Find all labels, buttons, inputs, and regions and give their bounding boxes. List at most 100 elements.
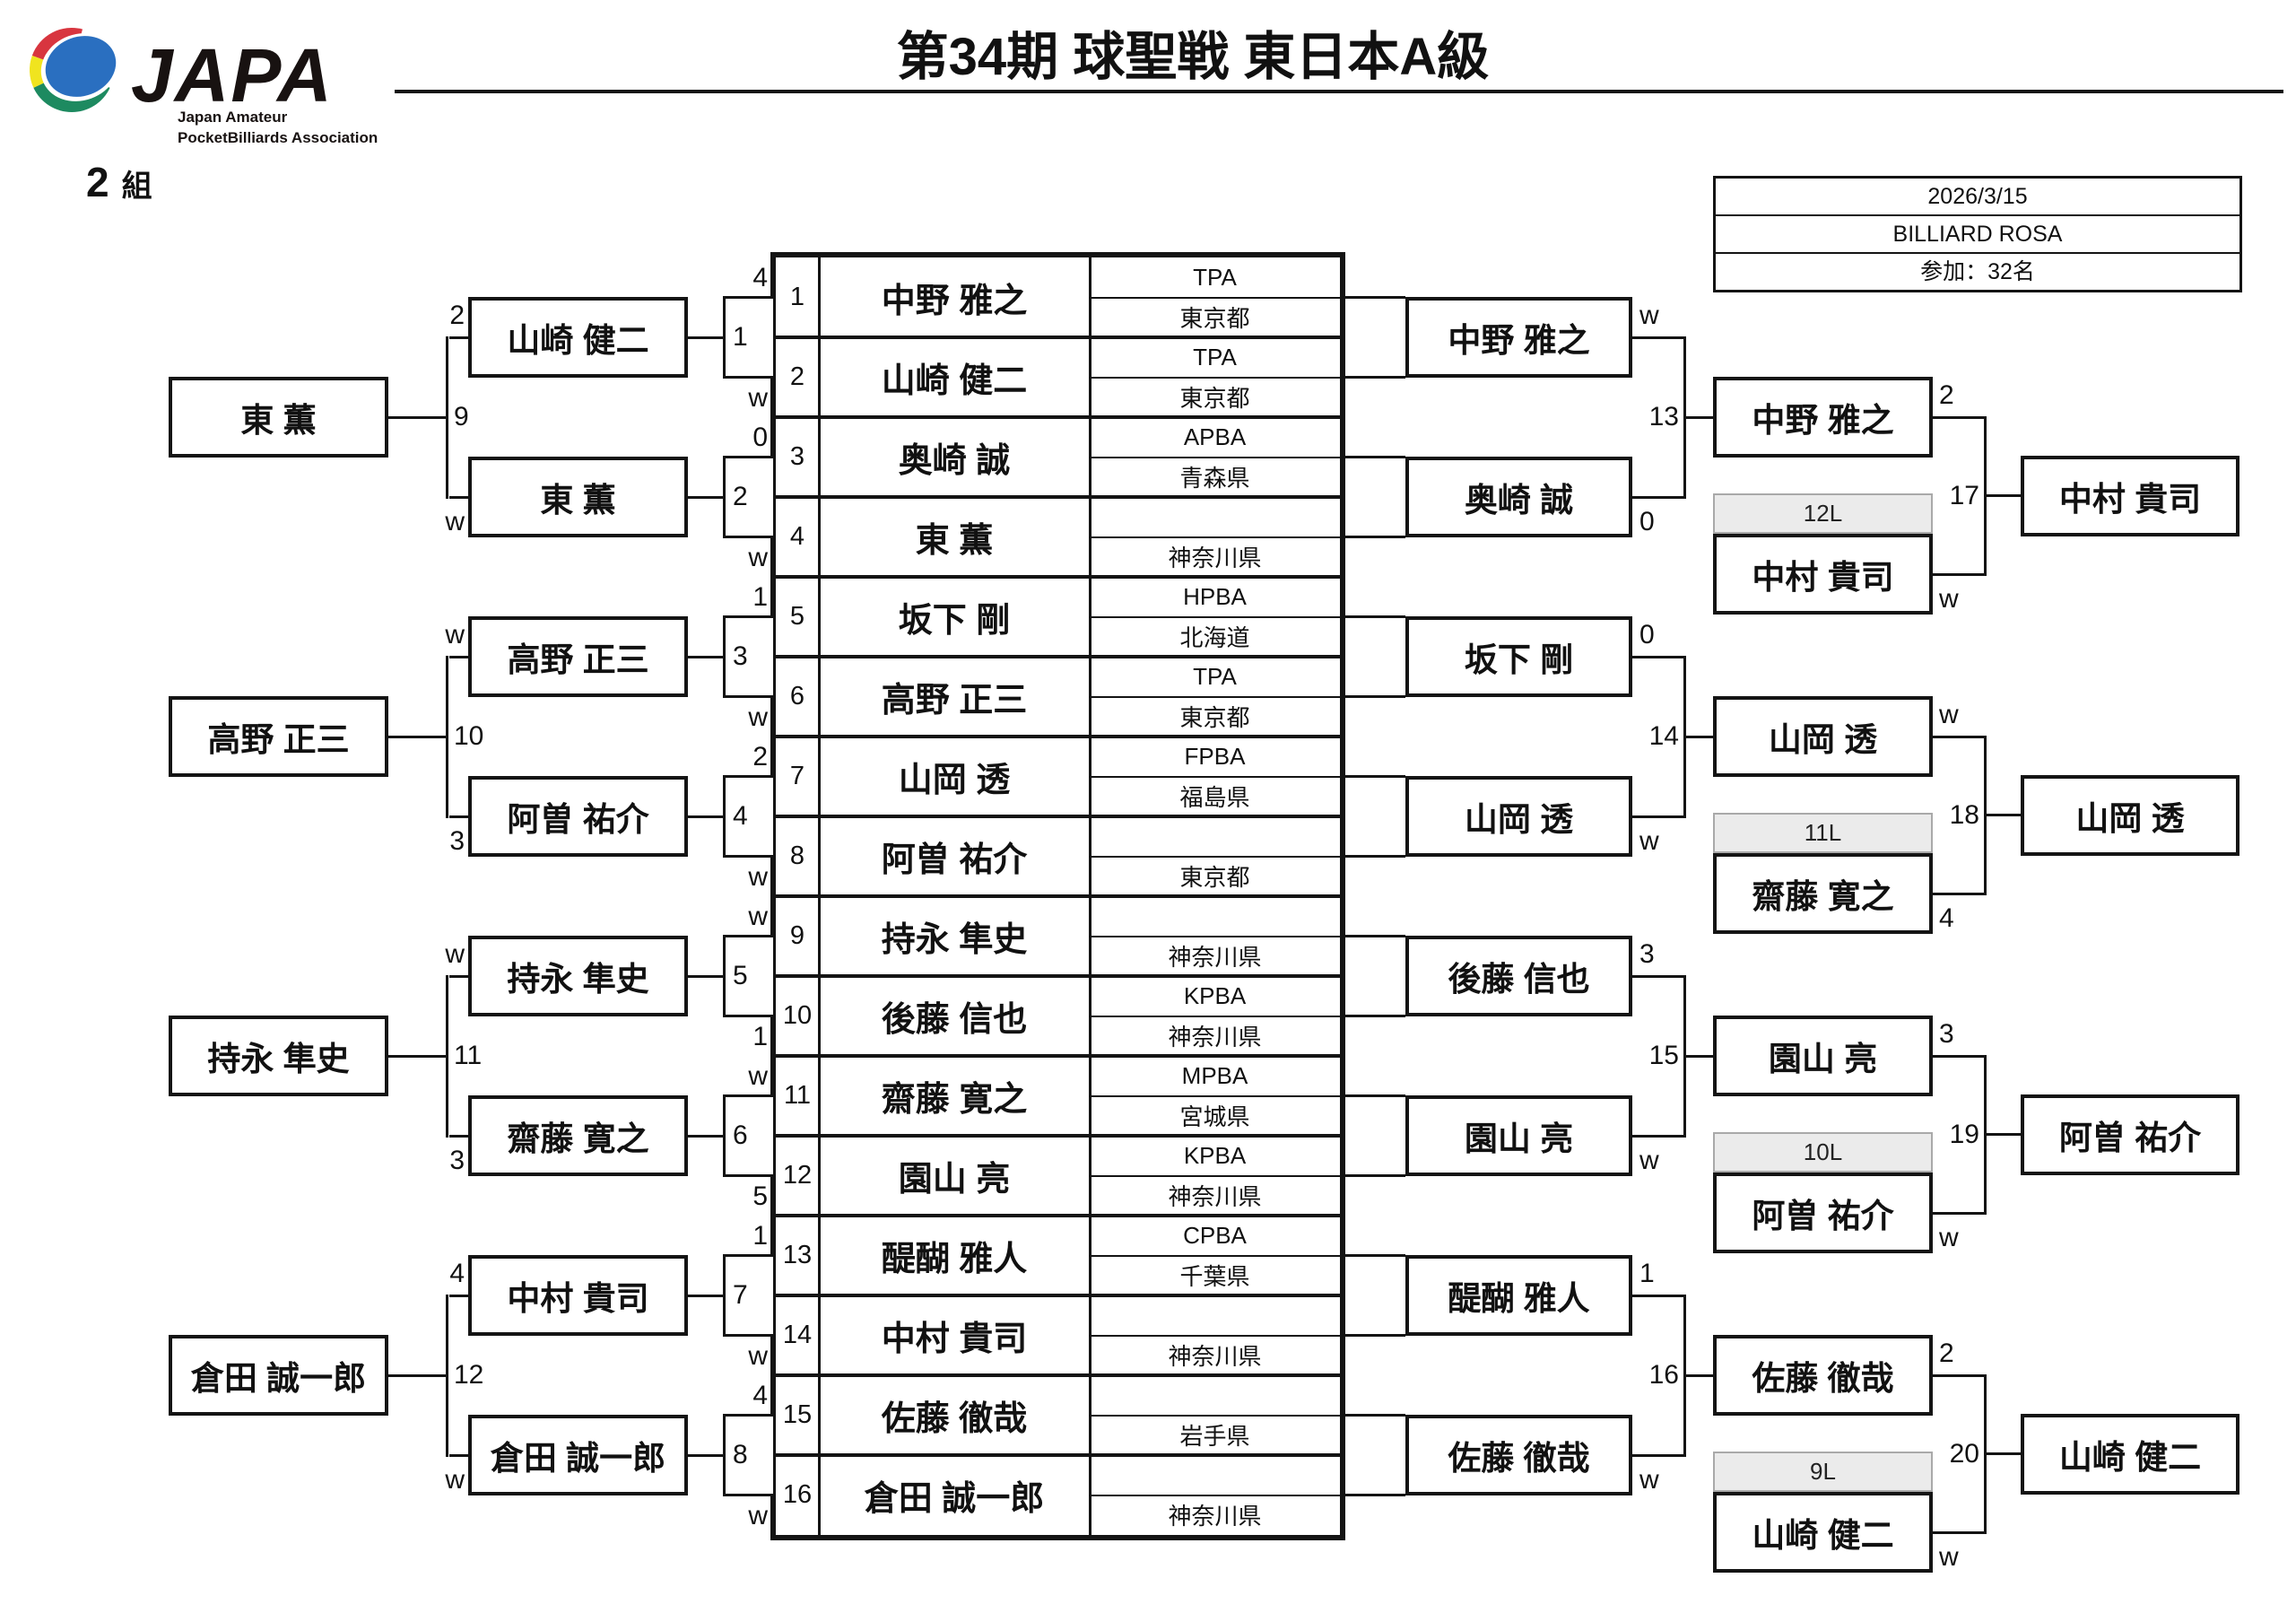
bracket-line: [1340, 775, 1405, 778]
bracket-line: [388, 1054, 447, 1058]
association-label: TPA: [1193, 263, 1237, 291]
association-label: HPBA: [1183, 582, 1247, 610]
affiliation-divider: [1090, 615, 1340, 618]
bracket-line: [688, 1453, 723, 1457]
cross-top-score: 2: [1939, 1338, 1954, 1368]
seed-cell: 6: [789, 682, 805, 711]
first-round-match-cell: 6: [723, 1094, 776, 1177]
seed-cell: 16: [782, 1480, 813, 1509]
cross-top-box: 山岡 透: [1713, 696, 1933, 777]
row-separator: [776, 1373, 1340, 1377]
prefecture-label: 東京都: [1179, 864, 1250, 892]
bracket-line: [1933, 1530, 1985, 1534]
cross-match-number: 18: [1949, 799, 1979, 830]
bracket-line: [388, 1373, 447, 1377]
bracket-line: [445, 336, 448, 499]
player-name: 佐藤 徹哉: [881, 1400, 1028, 1438]
affiliation-divider: [1090, 1174, 1340, 1177]
first-round-bottom-score: 1: [752, 1022, 768, 1051]
affiliation-divider: [1090, 1254, 1340, 1257]
right-round-bottom-box: 奥崎 誠: [1405, 457, 1632, 537]
bracket-line: [449, 336, 468, 339]
cross-top-box: 佐藤 徹哉: [1713, 1335, 1933, 1416]
bracket-line: [1933, 735, 1985, 738]
prefecture-label: 神奈川県: [1168, 1343, 1262, 1371]
first-round-top-score: 4: [752, 263, 768, 292]
first-round-match-cell: 3: [723, 615, 776, 698]
cross-bottom-box: 山崎 健二: [1713, 1492, 1933, 1573]
association-label: APBA: [1183, 423, 1247, 450]
bracket-line: [1985, 1452, 2021, 1455]
player-name: 山崎 健二: [881, 362, 1028, 400]
seed-cell: 4: [789, 522, 805, 551]
first-round-match-cell: 1: [723, 296, 776, 379]
bracket-line: [1340, 695, 1405, 698]
player-name: 山岡 透: [898, 762, 1011, 799]
cross-top-box: 中野 雅之: [1713, 377, 1933, 458]
qualifier-box: 山岡 透: [2021, 774, 2239, 856]
bracket-line: [449, 495, 468, 499]
first-round-bottom-score: w: [748, 1501, 768, 1530]
affiliation-cell: 神奈川県: [1090, 1295, 1340, 1375]
bracket-line: [449, 1134, 468, 1138]
bracket-line: [1985, 1133, 2021, 1136]
left-pair-bottom-box: 倉田 誠一郎: [468, 1415, 688, 1495]
bracket-line: [449, 815, 468, 818]
bracket-line: [1632, 336, 1684, 339]
left-match-number: 9: [454, 402, 469, 432]
group-suffix: 組: [121, 170, 152, 204]
affiliation-cell: 神奈川県: [1090, 497, 1340, 577]
loser-entry-label: 9L: [1713, 1452, 1933, 1492]
bracket-line: [1340, 1494, 1405, 1496]
association-label: [1090, 497, 1340, 537]
bracket-line: [1933, 1373, 1985, 1377]
bracket-line: [1985, 814, 2021, 816]
title-underline: [395, 90, 2283, 93]
japa-logo: JAPA Japan Amateur PocketBilliards Assoc…: [29, 27, 378, 146]
bracket-line: [1340, 855, 1405, 858]
association-label: [1090, 816, 1340, 857]
bracket-line: [688, 336, 723, 339]
prefecture-label: 東京都: [1179, 385, 1250, 413]
row-separator: [776, 655, 1340, 658]
prefecture-label: 青森県: [1179, 465, 1250, 493]
bracket-line: [1632, 655, 1684, 658]
player-name: 持永 隼史: [881, 921, 1028, 959]
cross-top-box: 園山 亮: [1713, 1016, 1933, 1096]
prefecture-label: 東京都: [1179, 704, 1250, 732]
japa-logo-sub1: Japan Amateur: [178, 109, 288, 126]
left-top-score: w: [445, 939, 465, 969]
right-round-top-box: 醍醐 雅人: [1405, 1255, 1632, 1336]
right-round-bottom-score: w: [1639, 826, 1659, 856]
right-round-match-number: 13: [1648, 402, 1679, 432]
seed-cell: 3: [789, 442, 805, 471]
row-separator: [776, 1054, 1340, 1058]
right-round-match-number: 15: [1648, 1041, 1679, 1070]
cross-bottom-box: 中村 貴司: [1713, 534, 1933, 615]
affiliation-cell: 神奈川県: [1090, 1455, 1340, 1535]
left-pair-bottom-box: 阿曽 祐介: [468, 776, 688, 857]
affiliation-divider: [1090, 935, 1340, 937]
left-winner-box: 東 薫: [169, 377, 388, 458]
association-label: KPBA: [1183, 1141, 1247, 1169]
left-bottom-score: w: [445, 507, 465, 536]
first-round-top-score: 1: [752, 582, 768, 612]
left-winner-box: 持永 隼史: [169, 1016, 388, 1096]
cross-bottom-box: 齋藤 寛之: [1713, 853, 1933, 934]
bracket-line: [688, 974, 723, 978]
bracket-line: [1933, 892, 1985, 895]
